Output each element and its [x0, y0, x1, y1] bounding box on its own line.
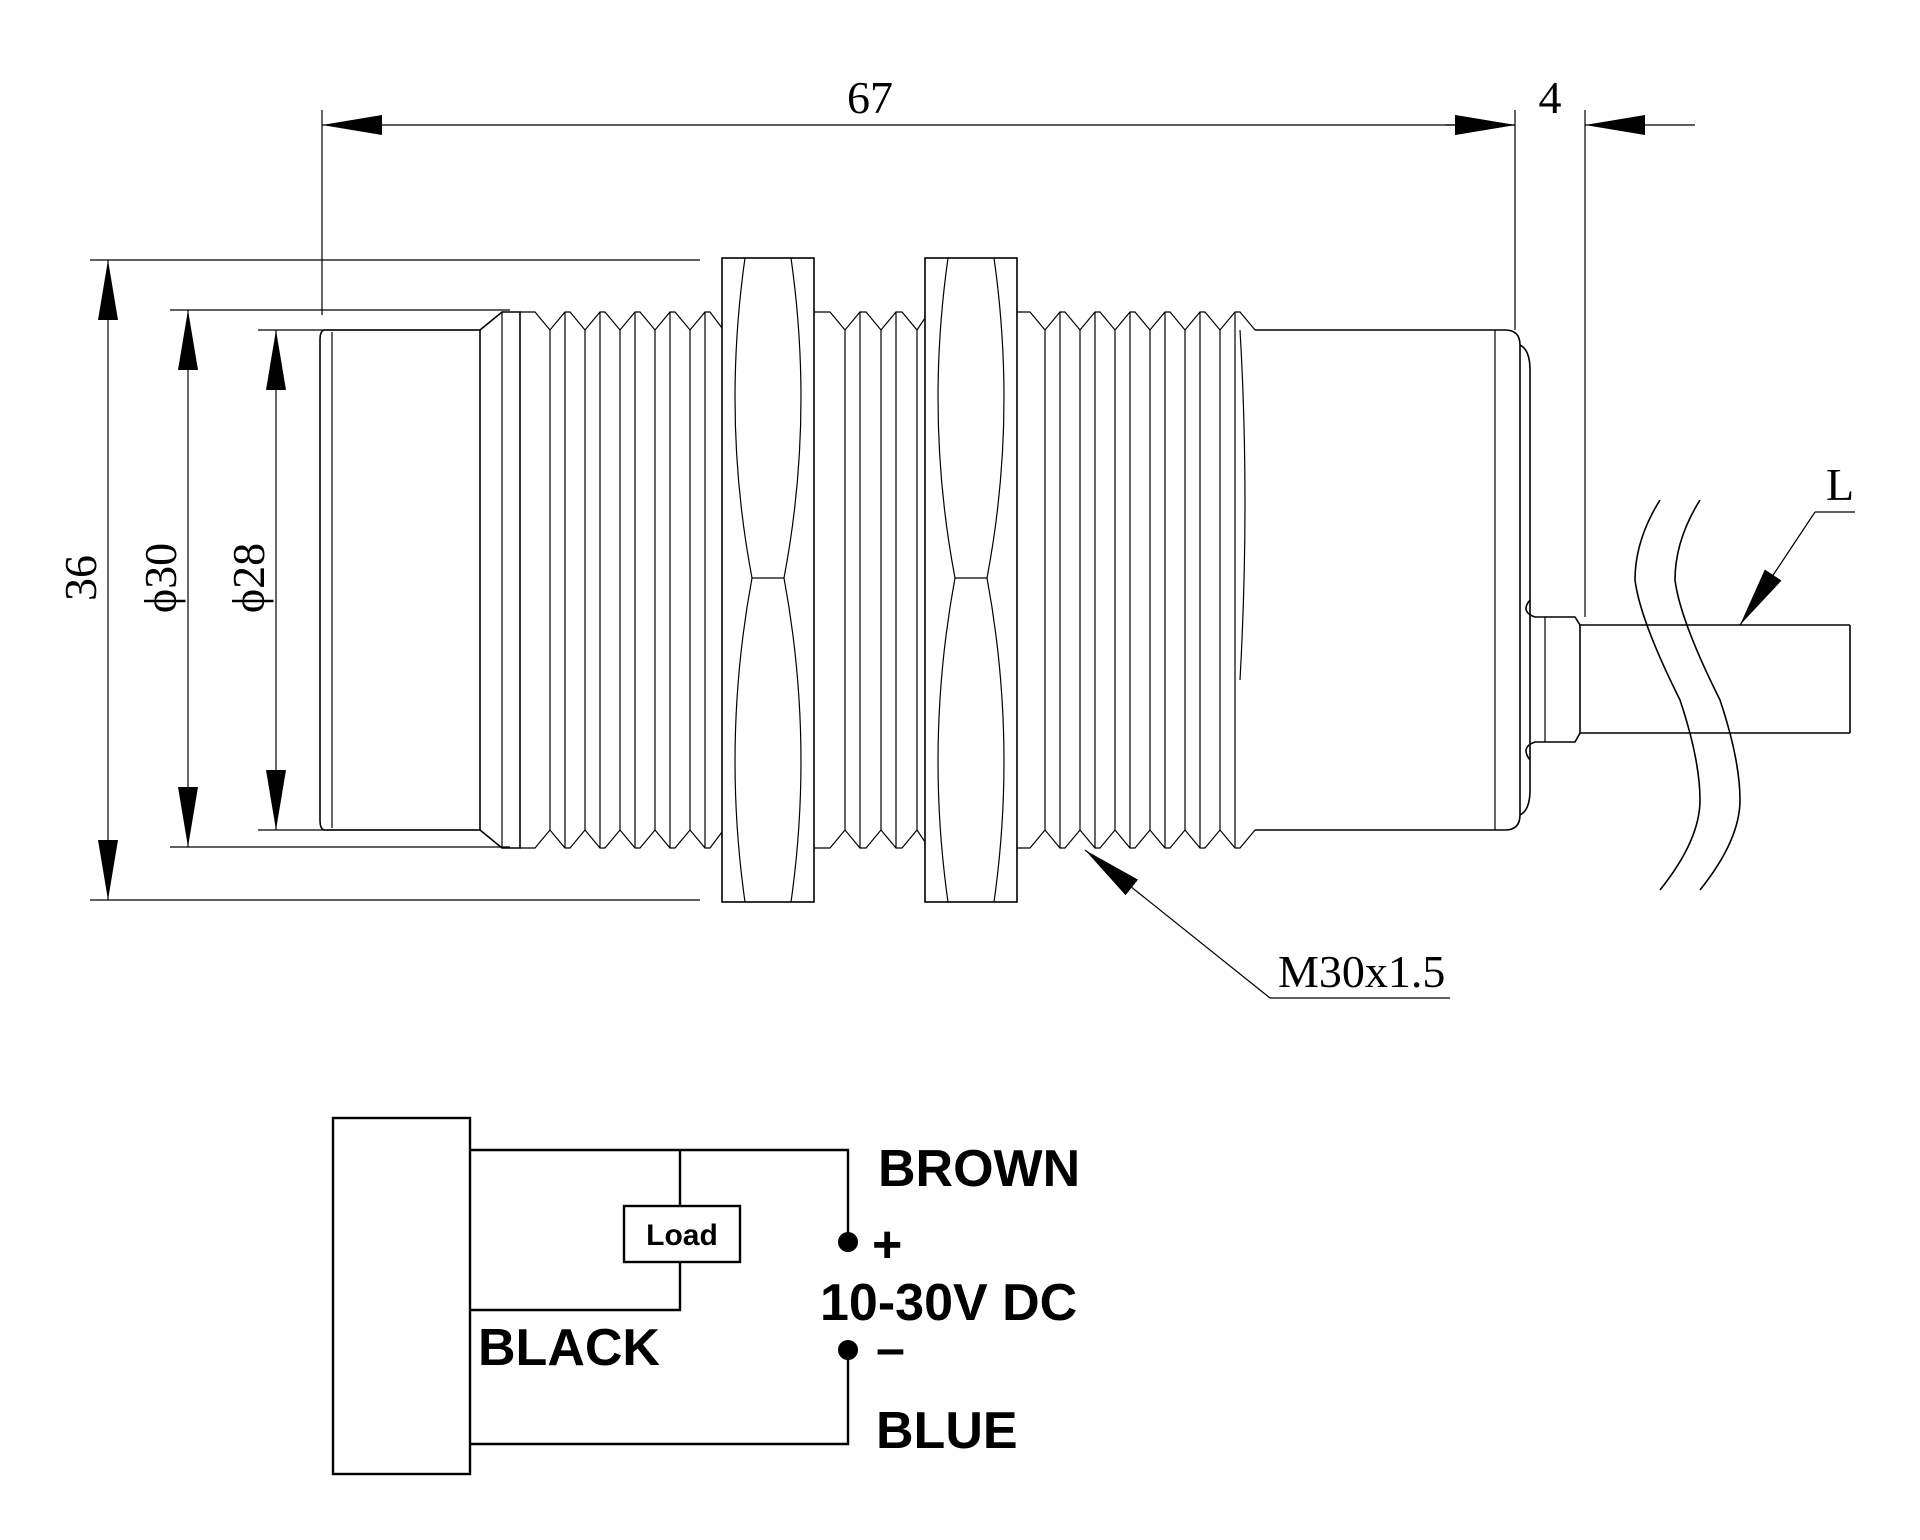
- hex-nut-2: [924, 257, 1018, 903]
- black-label: BLACK: [478, 1319, 660, 1377]
- sensor-block: [331, 1116, 472, 1476]
- rear-housing: [1255, 329, 1531, 831]
- load-label: Load: [646, 1219, 718, 1252]
- positive-terminal: [838, 1232, 858, 1252]
- negative-terminal: [838, 1340, 858, 1360]
- brown-wire: [470, 1148, 850, 1240]
- dimension-67: 67: [321, 72, 1516, 330]
- thread-section-3: [1017, 311, 1256, 849]
- cable-callout: L: [1739, 459, 1855, 626]
- cable: [1580, 499, 1851, 891]
- load-box: [622, 1204, 742, 1264]
- dimension-36: 36: [55, 260, 119, 900]
- sensor-outline: [90, 257, 1851, 903]
- black-wire: [470, 1262, 682, 1312]
- thread-section-2: [814, 311, 926, 849]
- cable-length-label: L: [1826, 459, 1854, 510]
- thread-spec-label: M30x1.5: [1278, 946, 1445, 997]
- dimension-28: ϕ28: [223, 330, 286, 830]
- blue-wire: [470, 1350, 850, 1446]
- minus-sign: –: [876, 1320, 905, 1378]
- cable-gland: [1525, 599, 1581, 761]
- plus-sign: +: [872, 1216, 902, 1274]
- dimension-30-label: ϕ30: [135, 543, 186, 613]
- supply-voltage-label: 10-30V DC: [820, 1274, 1077, 1332]
- hex-nut-1: [721, 257, 815, 903]
- dimension-28-label: ϕ28: [223, 543, 274, 613]
- thread-callout: M30x1.5: [1084, 849, 1450, 999]
- thread-section-1: [520, 311, 723, 849]
- brown-label: BROWN: [878, 1140, 1080, 1198]
- blue-label: BLUE: [876, 1402, 1018, 1460]
- wiring-diagram: Load BROWN + 10-30V DC – BLACK BLUE: [331, 1116, 1080, 1476]
- dimension-4: 4: [1445, 72, 1695, 617]
- dimension-4-label: 4: [1539, 72, 1562, 123]
- dimension-30: ϕ30: [135, 310, 198, 847]
- dimension-67-label: 67: [847, 72, 893, 123]
- dimension-36-label: 36: [55, 555, 106, 601]
